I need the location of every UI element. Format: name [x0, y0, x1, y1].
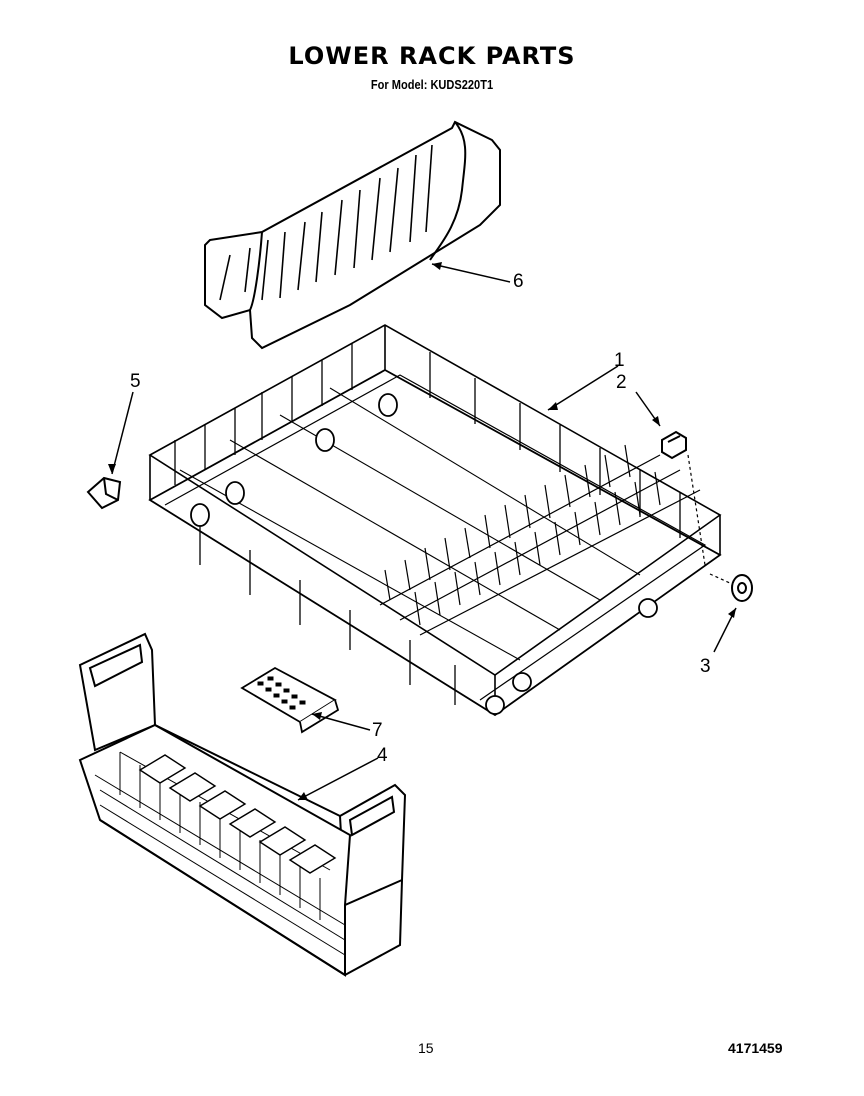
callout-6: 6 — [513, 271, 524, 292]
leader-line-5 — [112, 392, 133, 474]
callout-1: 1 — [614, 350, 625, 371]
leader-line-7 — [312, 714, 370, 730]
leader-arrowheads — [108, 262, 736, 800]
callout-4: 4 — [377, 745, 388, 766]
lower-rack — [150, 325, 720, 715]
document-number: 4171459 — [728, 1040, 783, 1056]
silverware-basket — [80, 634, 405, 975]
callout-5: 5 — [130, 371, 141, 392]
leader-line-1 — [548, 366, 618, 410]
leader-lines — [112, 264, 736, 800]
fold-down-tine-rack — [205, 122, 500, 348]
leader-line-4 — [298, 758, 378, 800]
roller-wheel — [710, 574, 752, 601]
bumper — [88, 478, 120, 508]
rack-clip — [662, 432, 705, 565]
callout-7: 7 — [372, 720, 383, 741]
page-number: 15 — [418, 1040, 434, 1056]
callout-3: 3 — [700, 656, 711, 677]
callout-2: 2 — [616, 372, 627, 393]
basket-lid — [242, 668, 338, 732]
leader-line-6 — [432, 264, 510, 282]
model-subtitle: For Model: KUDS220T1 — [370, 77, 494, 92]
page-title: LOWER RACK PARTS — [288, 42, 576, 70]
